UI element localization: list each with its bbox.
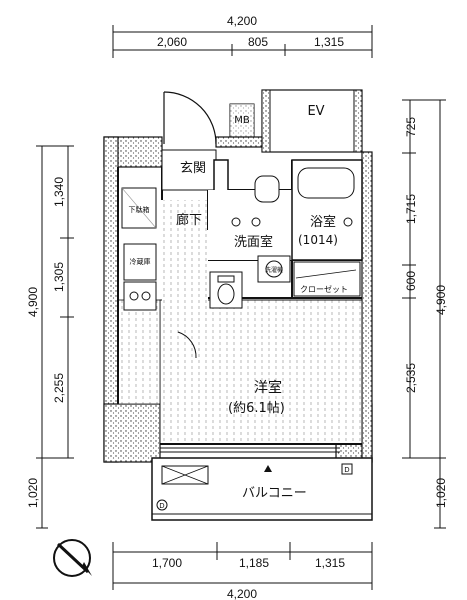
washroom xyxy=(208,175,292,260)
top-dimension-1: 2,060 xyxy=(157,35,187,49)
bottom-dimension-lines xyxy=(112,542,373,590)
elevator-shaft xyxy=(261,89,363,153)
entrance-door xyxy=(163,91,217,145)
drain-marker-right: D xyxy=(341,463,353,475)
right-dimension-lines xyxy=(402,99,446,529)
corridor-label: 廊下 xyxy=(176,212,202,228)
top-dimension-2: 805 xyxy=(248,35,268,49)
balcony xyxy=(151,457,373,521)
drain-marker-left-label: D xyxy=(159,502,164,510)
closet xyxy=(293,261,361,297)
room-door xyxy=(177,331,197,359)
balcony-label: バルコニー xyxy=(242,486,307,501)
western-room-size-label: (約6.1帖) xyxy=(228,401,285,416)
left-dimension-1: 1,340 xyxy=(52,177,66,207)
left-dimension-3: 2,255 xyxy=(52,373,66,403)
left-total-dimension: 4,900 xyxy=(26,287,40,317)
right-dimension-4: 2,535 xyxy=(404,363,418,393)
top-total-dimension: 4,200 xyxy=(227,14,257,28)
bottom-total-dimension: 4,200 xyxy=(227,587,257,600)
shoe-box-label: 下駄箱 xyxy=(129,205,150,214)
right-dimension-2: 1,715 xyxy=(404,194,418,224)
top-dimension-lines xyxy=(112,25,373,58)
washroom-label: 洗面室 xyxy=(234,234,273,250)
right-dimension-3: 600 xyxy=(404,271,418,291)
left-balcony-dimension: 1,020 xyxy=(26,478,40,508)
ev-label: EV xyxy=(307,104,324,119)
drain-marker-right-label: D xyxy=(344,466,349,474)
kitchen-counter xyxy=(123,281,157,311)
shoe-box xyxy=(121,187,157,229)
toilet xyxy=(209,271,243,309)
bathroom xyxy=(291,159,363,261)
fridge-label: 冷蔵庫 xyxy=(130,257,151,266)
north-compass-icon xyxy=(53,539,92,577)
bath-size-label: (1014) xyxy=(298,233,338,247)
right-balcony-dimension: 1,020 xyxy=(434,478,448,508)
closet-label: クローゼット xyxy=(300,284,348,294)
left-dimension-2: 1,305 xyxy=(52,262,66,292)
left-dimension-lines xyxy=(36,145,74,529)
right-total-dimension: 4,900 xyxy=(434,285,448,315)
bottom-dimension-1: 1,700 xyxy=(152,556,182,570)
window-sash xyxy=(160,447,340,453)
western-room-label: 洋室 xyxy=(254,379,282,396)
top-dimension-3: 1,315 xyxy=(314,35,344,49)
western-room-floor xyxy=(159,299,363,445)
right-dimension-1: 725 xyxy=(404,117,418,137)
bottom-dimension-2: 1,185 xyxy=(239,556,269,570)
mb-label: MB xyxy=(234,115,250,126)
washing-machine xyxy=(257,255,291,283)
fridge xyxy=(123,243,157,281)
corridor-floor xyxy=(117,200,208,405)
washer-label: 洗濯機 xyxy=(265,266,283,274)
drain-marker-left: D xyxy=(156,499,168,511)
bath-label: 浴室 xyxy=(310,214,336,230)
entrance-label: 玄関 xyxy=(180,161,206,176)
bottom-dimension-3: 1,315 xyxy=(315,556,345,570)
